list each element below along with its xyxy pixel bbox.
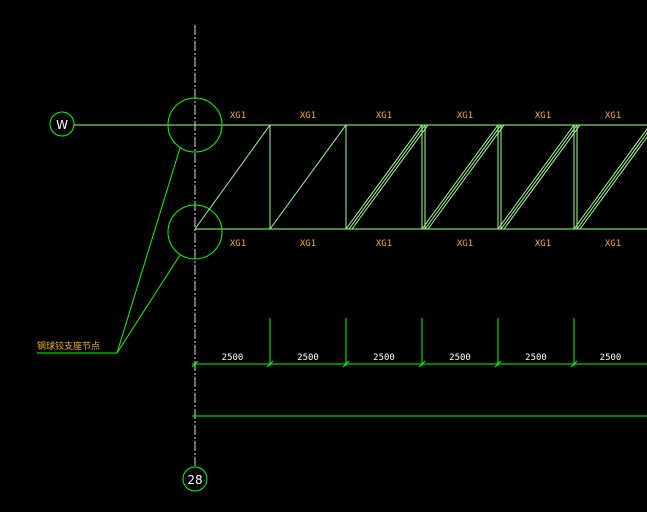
diagonal-member [497,124,575,230]
diagonal-member [424,124,502,230]
dimension-text: 2500 [222,353,244,363]
diagonal-member [351,124,429,230]
diagonal-member [269,124,347,230]
node-circle-bottom [167,204,223,260]
diagonal-member [421,124,499,230]
truss-web [194,124,647,230]
diagonal-member [573,128,647,230]
member-label-bottom: XG1 [605,239,621,249]
diagonal-member [348,124,426,230]
member-label-bottom: XG1 [457,239,473,249]
node-circle-top [167,97,223,153]
dimension-text: 2500 [373,353,395,363]
member-label-top: XG1 [300,111,316,121]
diagonal-member [427,124,505,230]
dimension-tick [266,360,274,368]
diagonal-member [503,124,581,230]
dimension-tick [342,360,350,368]
member-label-top: XG1 [376,111,392,121]
dimension-tick [191,360,199,368]
axis-label-w: W [56,118,68,132]
diagonal-member [500,124,578,230]
member-label-top: XG1 [457,111,473,121]
dimension-text: 2500 [600,353,622,363]
dimension-tick [418,360,426,368]
diagonal-member [576,132,647,230]
diagonal-member [579,136,647,230]
diagonal-member [345,124,423,230]
dimension-text: 2500 [449,353,471,363]
axis-label-28: 28 [187,473,202,487]
member-label-bottom: XG1 [535,239,551,249]
member-label-bottom: XG1 [300,239,316,249]
dimension-text: 2500 [297,353,319,363]
axis-bubble-w [49,111,75,137]
diagonal-member [194,124,271,230]
axis-bubble-28 [182,466,208,492]
dimension-tick [494,360,502,368]
member-label-top: XG1 [605,111,621,121]
dimension-text: 2500 [525,353,547,363]
leader-note: 钢球铰支座节点 [37,340,100,352]
member-label-top: XG1 [230,111,246,121]
leader-line [116,147,181,354]
member-label-bottom: XG1 [376,239,392,249]
member-label-bottom: XG1 [230,239,246,249]
member-label-top: XG1 [535,111,551,121]
dimension-tick [570,360,578,368]
